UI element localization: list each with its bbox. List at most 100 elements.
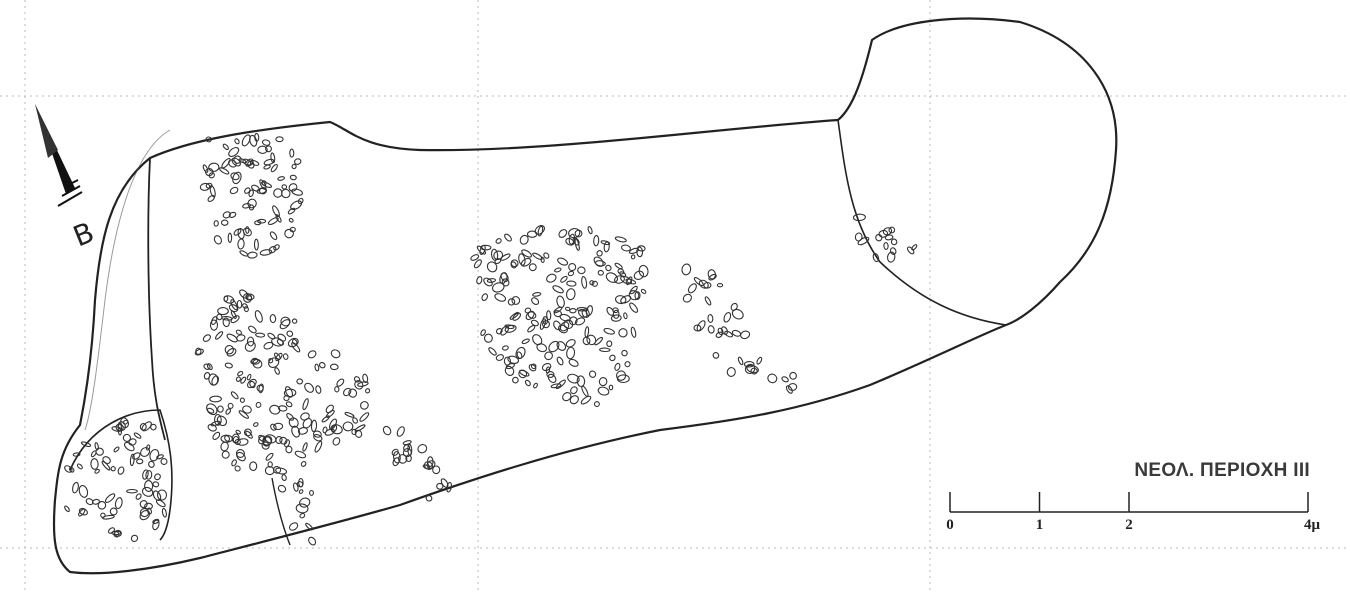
stone: [275, 136, 284, 143]
stone: [262, 436, 272, 446]
stone: [199, 182, 211, 191]
stone-cluster-central-left: [194, 289, 371, 482]
stone: [494, 293, 507, 302]
stone: [495, 354, 505, 361]
stone: [135, 493, 142, 500]
stone: [565, 339, 576, 348]
stone: [617, 268, 625, 275]
stone: [246, 373, 252, 381]
stone: [259, 179, 267, 190]
stone: [731, 329, 742, 337]
stone: [115, 423, 124, 432]
stone: [149, 448, 160, 462]
stone: [229, 186, 239, 195]
scale-label-2: 2: [1125, 517, 1133, 533]
stone: [618, 328, 628, 338]
stone: [80, 441, 92, 448]
stone: [205, 136, 212, 143]
stone: [524, 379, 531, 387]
stone: [393, 451, 401, 464]
stone: [152, 490, 162, 501]
stone: [232, 171, 242, 185]
stone: [76, 463, 83, 470]
partition-line-south: [271, 477, 291, 546]
stone: [520, 257, 532, 267]
stone: [307, 350, 317, 359]
stone: [259, 249, 273, 256]
stone: [568, 358, 579, 367]
stone: [781, 376, 789, 383]
stone: [238, 158, 247, 164]
stone: [621, 244, 631, 252]
stone: [606, 340, 613, 348]
stone: [109, 507, 118, 516]
stone: [224, 362, 233, 369]
stone: [576, 375, 586, 388]
stone: [294, 450, 307, 459]
stone: [715, 331, 723, 338]
stone: [630, 254, 636, 260]
stone: [211, 375, 220, 386]
stone: [313, 433, 323, 442]
stone: [555, 379, 566, 390]
stone: [249, 461, 258, 472]
stone: [518, 369, 530, 377]
stone: [295, 503, 309, 514]
stone: [712, 352, 720, 359]
stone: [281, 474, 287, 482]
stone: [94, 468, 100, 474]
stone: [629, 285, 638, 295]
stone: [614, 362, 621, 371]
stone: [586, 334, 597, 346]
stone: [532, 292, 542, 297]
stone: [239, 397, 245, 403]
stone: [537, 225, 544, 237]
stone: [391, 448, 399, 456]
stone: [539, 318, 547, 330]
stone: [422, 464, 431, 470]
stone: [624, 361, 631, 368]
stone: [242, 405, 252, 414]
stone: [136, 458, 144, 465]
stone: [213, 220, 219, 227]
west-wall-outer-line: [84, 129, 171, 431]
stone: [237, 238, 245, 250]
stone: [272, 205, 280, 218]
stone: [616, 370, 627, 381]
stone: [510, 261, 517, 269]
stone: [532, 252, 543, 261]
stone: [542, 316, 549, 325]
stone: [512, 376, 519, 384]
stone: [396, 426, 405, 437]
stone: [359, 412, 370, 422]
stone: [594, 260, 606, 267]
stone: [289, 148, 295, 158]
stone: [297, 427, 308, 435]
stone: [528, 263, 537, 272]
stone: [582, 336, 591, 346]
stone: [581, 385, 589, 397]
stone: [226, 348, 237, 357]
stone: [614, 275, 625, 284]
stone: [310, 419, 318, 433]
stone: [247, 198, 257, 209]
stone: [284, 228, 294, 239]
stone: [610, 314, 622, 322]
stone: [638, 264, 649, 278]
stone: [476, 276, 483, 285]
stone: [382, 425, 392, 436]
stone: [298, 489, 304, 494]
stone: [235, 429, 241, 435]
stone: [152, 518, 160, 524]
stone: [267, 332, 276, 340]
stone: [633, 270, 645, 280]
stone: [145, 470, 153, 480]
stone: [787, 383, 798, 391]
stone: [405, 454, 412, 463]
stone: [139, 422, 147, 431]
stone: [72, 481, 79, 494]
stone: [246, 336, 255, 347]
stone: [556, 356, 564, 366]
stone: [133, 432, 142, 439]
stone: [300, 460, 307, 467]
